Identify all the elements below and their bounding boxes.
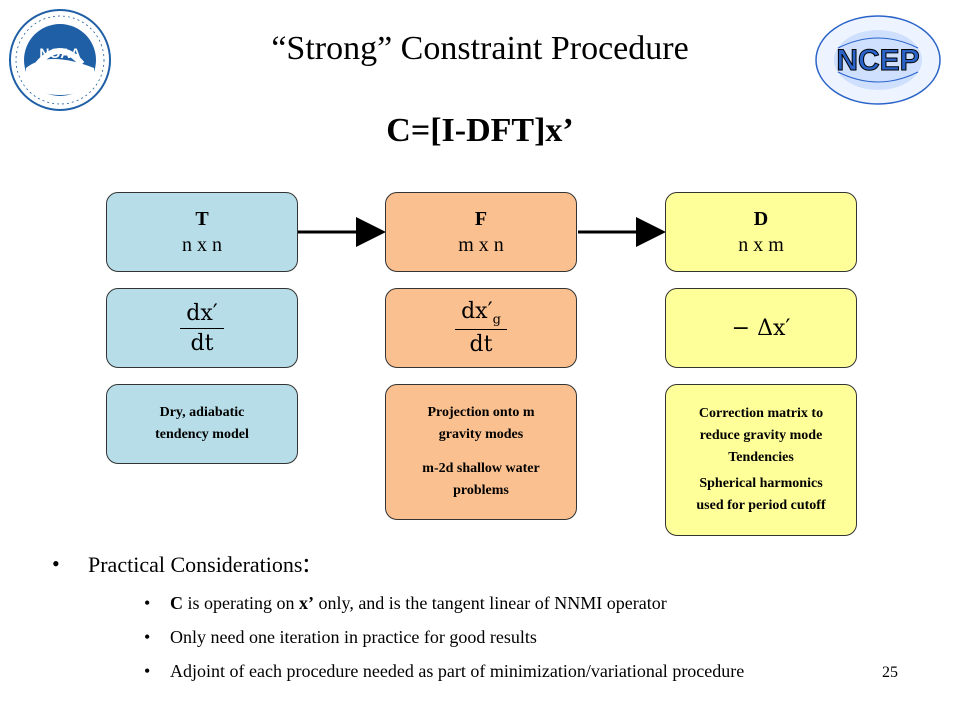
d-desc-box: Correction matrix to reduce gravity mode…	[665, 384, 857, 536]
bullet-sub-1-text-b: only, and is the tangent linear of NNMI …	[313, 593, 667, 613]
f-desc-line-3: m-2d shallow water	[422, 461, 540, 476]
t-header-box: T n x n	[106, 192, 298, 272]
f-derivative-den: dt	[469, 332, 493, 358]
bullet-dot-icon: •	[144, 627, 151, 647]
bullet-sub-1: • C is operating on x’ only, and is the …	[144, 591, 852, 615]
f-desc-line-2: gravity modes	[438, 427, 524, 442]
f-desc-line-1: Projection onto m	[427, 405, 535, 420]
noaa-logo: NOAA	[8, 8, 112, 112]
d-header-box: D n x m	[665, 192, 857, 272]
f-desc-line-4: problems	[453, 483, 509, 498]
d-correction-expr: − Δx′	[731, 315, 791, 341]
t-derivative: dx′ dt	[180, 301, 224, 356]
f-derivative-sub: g	[492, 312, 501, 328]
t-desc-box: Dry, adiabatic tendency model	[106, 384, 298, 464]
bullet-sub-2: • Only need one iteration in practice fo…	[144, 625, 852, 649]
t-derivative-den: dt	[190, 330, 214, 356]
f-dims: m x n	[458, 234, 504, 256]
d-math-box: − Δx′	[665, 288, 857, 368]
bullet-list: • Practical Considerations: • C is opera…	[52, 548, 852, 683]
d-desc-line-1: Correction matrix to	[698, 406, 824, 421]
bullet-sub-3: • Adjoint of each procedure needed as pa…	[144, 659, 834, 683]
d-dims: n x m	[738, 234, 784, 256]
ncep-logo-text: NCEP	[836, 44, 919, 77]
bullet-dot-icon: •	[144, 661, 151, 681]
bullet-main-text: Practical Considerations	[88, 552, 303, 577]
t-letter: T	[195, 208, 209, 230]
page-number: 25	[882, 664, 898, 681]
f-desc-box: Projection onto m gravity modes m-2d sha…	[385, 384, 577, 520]
bullet-dot-icon: •	[144, 593, 151, 613]
bullet-main: • Practical Considerations:	[52, 548, 852, 581]
bullet-sub-1-bold2: x’	[298, 593, 314, 613]
bullet-sub-2-text: Only need one iteration in practice for …	[170, 627, 537, 647]
f-letter: F	[474, 208, 488, 230]
d-desc-line-3: Tendencies	[728, 450, 794, 465]
bullet-dot-icon: •	[52, 551, 60, 576]
ncep-globe-icon: NCEP	[815, 15, 941, 105]
f-header-box: F m x n	[385, 192, 577, 272]
f-math-box: dx′g dt	[385, 288, 577, 368]
t-derivative-num: dx′	[186, 300, 218, 326]
t-desc-line-2: tendency model	[155, 427, 249, 442]
ncep-logo: NCEP	[808, 8, 948, 108]
bullet-sub-3-text: Adjoint of each procedure needed as part…	[170, 661, 745, 681]
noaa-emblem-icon: NOAA	[9, 9, 111, 111]
t-dims: n x n	[182, 234, 222, 256]
bullet-sub-1-bold: C	[170, 593, 183, 613]
slide-title: “Strong” Constraint Procedure	[271, 30, 689, 67]
d-desc-line-2: reduce gravity mode	[699, 428, 823, 443]
noaa-logo-text: NOAA	[39, 45, 80, 61]
bullet-main-colon: :	[302, 548, 311, 579]
bullet-sub-1-text-a: is operating on	[183, 593, 299, 613]
d-desc-line-4: Spherical harmonics	[699, 476, 823, 491]
t-math-box: dx′ dt	[106, 288, 298, 368]
d-desc-line-5: used for period cutoff	[696, 498, 826, 513]
f-derivative: dx′g dt	[455, 299, 507, 357]
f-derivative-num: dx′	[461, 298, 493, 324]
formula: C=[I-DFT]x’	[386, 112, 574, 149]
d-letter: D	[753, 208, 769, 230]
t-desc-line-1: Dry, adiabatic	[159, 405, 245, 420]
